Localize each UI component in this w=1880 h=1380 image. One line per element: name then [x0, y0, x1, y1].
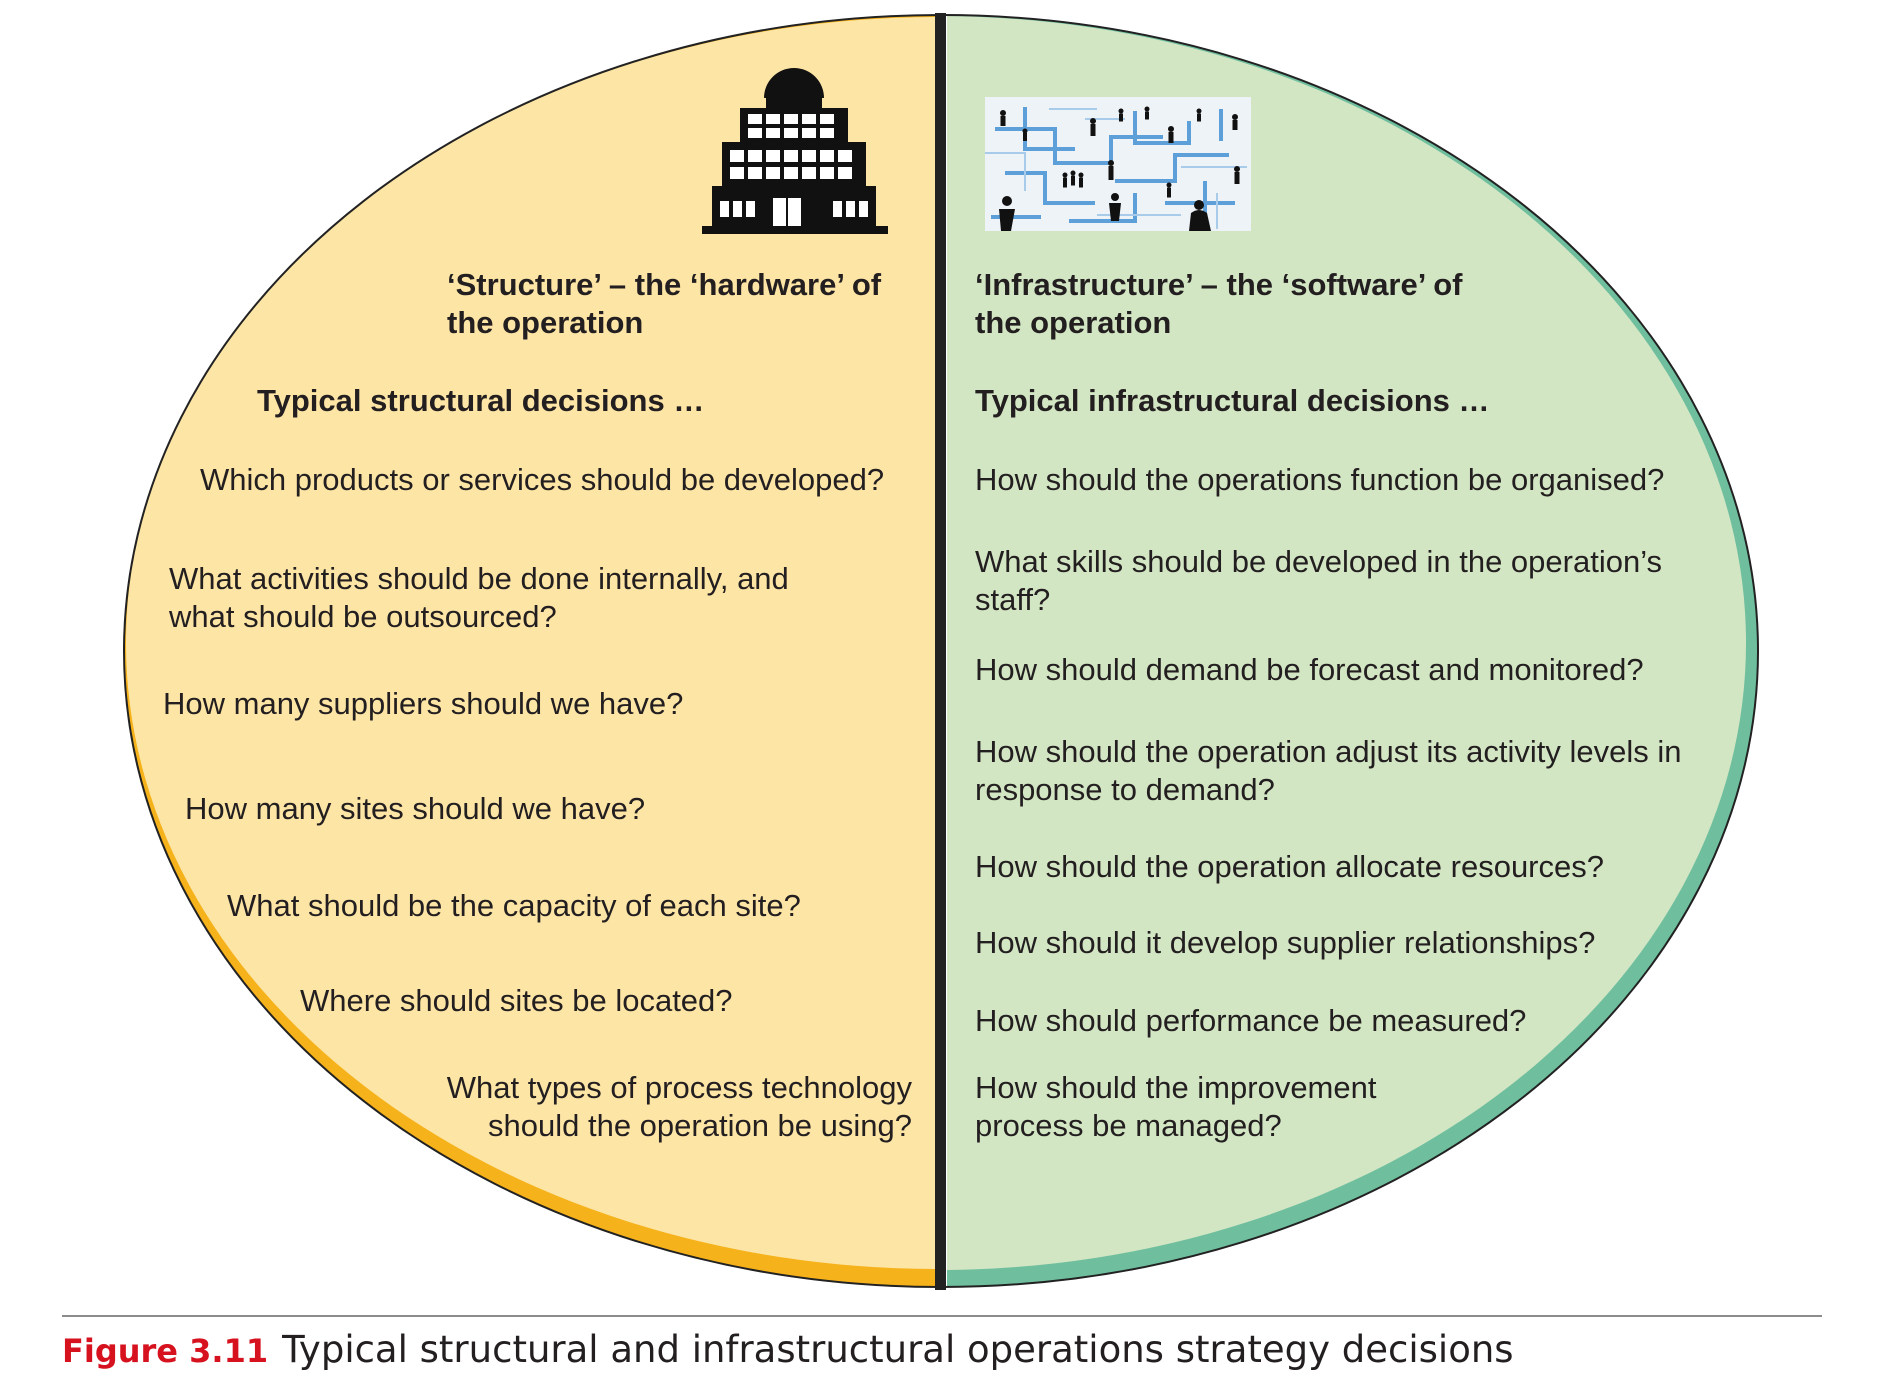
- infrastructure-question: How should the operation allocate resour…: [975, 849, 1604, 884]
- infrastructure-question: How should demand be forecast and monito…: [975, 652, 1644, 687]
- structure-question: Where should sites be located?: [300, 983, 733, 1018]
- office-building-icon: [702, 68, 888, 234]
- caption-rule: [62, 1315, 1822, 1317]
- figure-caption-text: Typical structural and infrastructural o…: [282, 1328, 1514, 1371]
- structure-question: What should be the capacity of each site…: [227, 888, 801, 923]
- infrastructure-question: What skills should be developed in the o…: [975, 544, 1663, 617]
- decisions-ellipse-diagram: [123, 13, 1759, 1290]
- infrastructure-question: How should performance be measured?: [975, 1003, 1527, 1038]
- infrastructure-half: [947, 15, 1758, 1287]
- structure-half: [124, 15, 935, 1287]
- infrastructure-question: How should it develop supplier relations…: [975, 925, 1596, 960]
- structure-question: How many suppliers should we have?: [163, 686, 684, 721]
- structure-question: What types of process technology should …: [446, 1070, 912, 1143]
- structure-question: What activities should be done internall…: [169, 561, 789, 634]
- structure-heading: ‘Structure’ – the ‘hardware’ of the oper…: [447, 267, 882, 340]
- structure-question: How many sites should we have?: [185, 791, 646, 826]
- infrastructure-heading: ‘Infrastructure’ – the ‘software’ of the…: [975, 267, 1463, 340]
- structure-subheading: Typical structural decisions …: [257, 383, 705, 418]
- infrastructure-question: How should the operation adjust its acti…: [975, 734, 1682, 807]
- structure-question: Which products or services should be dev…: [200, 462, 885, 497]
- infrastructure-question: How should the operations function be or…: [975, 462, 1665, 497]
- figure-label: Figure 3.11: [62, 1332, 269, 1370]
- people-network-maze-image: [985, 97, 1251, 231]
- center-divider: [935, 13, 946, 1290]
- infrastructure-subheading: Typical infrastructural decisions …: [975, 383, 1490, 418]
- figure-caption: Figure 3.11 Typical structural and infras…: [62, 1328, 1514, 1371]
- infrastructure-question: How should the improvement process be ma…: [975, 1070, 1377, 1143]
